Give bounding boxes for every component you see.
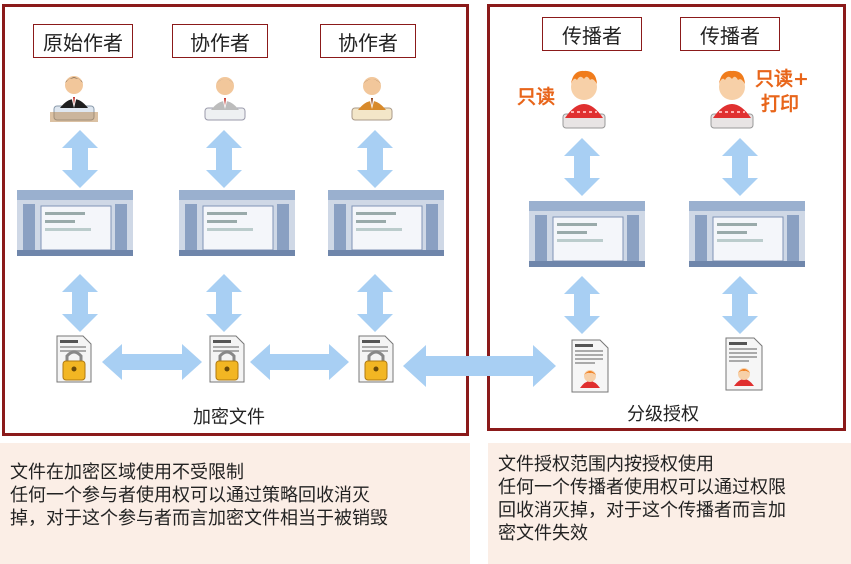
authorized-zone-panel bbox=[487, 4, 846, 431]
encrypted-zone-panel bbox=[2, 4, 469, 436]
double-arrow-icon bbox=[206, 130, 242, 188]
document-window-thumbnail bbox=[16, 189, 134, 257]
double-arrow-icon bbox=[722, 138, 758, 196]
double-arrow-icon bbox=[62, 130, 98, 188]
authorized-file-icon bbox=[571, 339, 609, 393]
document-window-thumbnail bbox=[327, 189, 445, 257]
note-line: 掉，对于这个参与者而言加密文件相当于被销毁 bbox=[10, 508, 388, 529]
authorized-zone-note: 文件授权范围内按授权使用 任何一个传播者使用权可以通过权限 回收消灭掉，对于这个… bbox=[488, 443, 851, 564]
horizontal-double-arrow-icon bbox=[250, 344, 349, 380]
encrypted-file-icon bbox=[55, 334, 93, 384]
authorized-file-icon bbox=[725, 337, 763, 391]
encrypted-zone-note: 文件在加密区域使用不受限制 任何一个参与者使用权可以通过策略回收消灭 掉，对于这… bbox=[0, 443, 470, 564]
encrypted-file-icon bbox=[357, 334, 395, 384]
double-arrow-icon bbox=[722, 276, 758, 334]
original-author-avatar-icon bbox=[49, 75, 99, 123]
double-arrow-icon bbox=[357, 130, 393, 188]
distributor-avatar-icon bbox=[562, 69, 606, 129]
horizontal-double-arrow-icon bbox=[102, 344, 202, 380]
note-line: 任何一个传播者使用权可以通过权限 bbox=[498, 477, 786, 498]
encrypted-file-icon bbox=[208, 334, 246, 384]
role-label-distributor-2: 传播者 bbox=[680, 17, 780, 51]
distributor-avatar-icon bbox=[710, 69, 754, 129]
double-arrow-icon bbox=[564, 276, 600, 334]
document-window-thumbnail bbox=[688, 200, 806, 268]
graded-authorization-caption: 分级授权 bbox=[627, 404, 699, 425]
permission-read-print-line1: 只读+ bbox=[755, 68, 809, 90]
role-label-distributor-1: 传播者 bbox=[542, 17, 642, 51]
double-arrow-icon bbox=[206, 274, 242, 332]
note-line: 密文件失效 bbox=[498, 523, 588, 544]
double-arrow-icon bbox=[357, 274, 393, 332]
permission-read-only: 只读 bbox=[517, 86, 556, 108]
note-line: 回收消灭掉，对于这个传播者而言加 bbox=[498, 500, 786, 521]
double-arrow-icon bbox=[564, 138, 600, 196]
permission-read-print-line2: 打印 bbox=[761, 93, 800, 115]
double-arrow-icon bbox=[62, 274, 98, 332]
document-window-thumbnail bbox=[528, 200, 646, 268]
collaborator-avatar-icon bbox=[351, 76, 393, 121]
role-label-collaborator-2: 协作者 bbox=[320, 24, 416, 58]
note-line: 文件在加密区域使用不受限制 bbox=[10, 462, 244, 483]
encrypted-files-caption: 加密文件 bbox=[193, 407, 265, 428]
note-line: 任何一个参与者使用权可以通过策略回收消灭 bbox=[10, 485, 370, 506]
horizontal-double-arrow-icon bbox=[403, 345, 556, 387]
note-line: 文件授权范围内按授权使用 bbox=[498, 454, 714, 475]
role-label-original-author: 原始作者 bbox=[33, 24, 133, 58]
collaborator-avatar-icon bbox=[204, 76, 246, 121]
document-window-thumbnail bbox=[178, 189, 296, 257]
role-label-collaborator-1: 协作者 bbox=[172, 24, 268, 58]
